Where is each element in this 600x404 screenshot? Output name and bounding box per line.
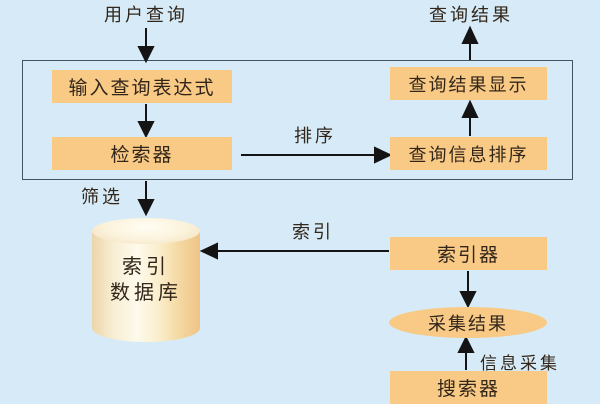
query-process-frame xyxy=(22,60,573,180)
label-user-query: 用户查询 xyxy=(104,5,188,25)
label-filter: 筛选 xyxy=(81,187,123,207)
node-query-result-display: 查询结果显示 xyxy=(390,67,547,100)
node-searcher: 搜索器 xyxy=(390,371,547,404)
index-database-line2: 数据库 xyxy=(110,282,182,304)
arrow-user-query-to-frame xyxy=(137,28,155,64)
node-input-query-expression: 输入查询表达式 xyxy=(52,70,232,103)
label-query-result: 查询结果 xyxy=(429,5,513,25)
index-database-label: 索引 数据库 xyxy=(92,254,200,306)
arrow-filter-to-database xyxy=(137,181,155,217)
label-index: 索引 xyxy=(292,222,334,242)
index-database-line1: 索引 xyxy=(122,256,170,278)
node-indexer: 索引器 xyxy=(390,237,547,270)
node-query-info-sort: 查询信息排序 xyxy=(390,137,547,170)
cylinder-body xyxy=(92,231,200,342)
label-info-collection: 信息采集 xyxy=(480,354,560,373)
node-index-database: 索引 数据库 xyxy=(92,218,200,342)
label-sort: 排序 xyxy=(294,126,336,146)
arrow-indexer-to-collection xyxy=(459,271,477,309)
arrow-indexer-to-database xyxy=(199,242,389,260)
arrow-display-to-query-result xyxy=(461,25,479,60)
arrow-searcher-to-collection xyxy=(457,335,475,370)
node-retriever: 检索器 xyxy=(52,137,232,170)
node-collection-result: 采集结果 xyxy=(389,307,547,338)
cylinder-top xyxy=(92,218,200,244)
